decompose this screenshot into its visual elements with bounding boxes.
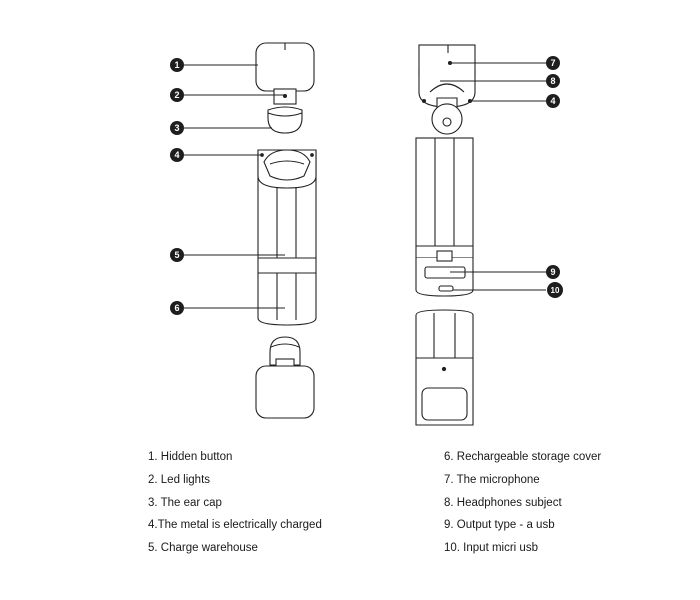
charge-warehouse-body bbox=[257, 149, 317, 259]
callout-9: 9 bbox=[546, 265, 560, 279]
legend-item-2: 2. Led lights bbox=[148, 474, 211, 486]
callout-8: 8 bbox=[546, 74, 560, 88]
svg-text:4: 4 bbox=[174, 150, 179, 160]
charge-warehouse-right bbox=[415, 137, 474, 297]
storage-cover bbox=[257, 257, 317, 326]
legend-item-9: 9. Output type - a usb bbox=[444, 519, 555, 531]
svg-text:1: 1 bbox=[174, 60, 179, 70]
legend-item-4: 4.The metal is electrically charged bbox=[148, 519, 322, 531]
led-neck bbox=[273, 88, 297, 105]
legend-item-6: 6. Rechargeable storage cover bbox=[444, 451, 602, 463]
callout-10: 10 bbox=[547, 282, 563, 298]
callout-5: 5 bbox=[170, 248, 184, 262]
svg-text:10: 10 bbox=[551, 286, 560, 295]
legend-item-5: 5. Charge warehouse bbox=[148, 542, 258, 554]
callout-6: 6 bbox=[170, 301, 184, 315]
legend-item-7: 7. The microphone bbox=[444, 474, 540, 486]
legend-item-10: 10. Input micri usb bbox=[444, 542, 538, 554]
svg-text:8: 8 bbox=[550, 76, 555, 86]
legend-item-1: 1. Hidden button bbox=[148, 451, 233, 463]
callout-4-left: 4 bbox=[170, 148, 184, 162]
ear-cap-left bbox=[267, 106, 303, 134]
ear-cap-right bbox=[431, 97, 463, 135]
svg-text:4: 4 bbox=[550, 96, 555, 106]
earbud-bottom-left bbox=[255, 336, 315, 419]
callout-4-right: 4 bbox=[546, 94, 560, 108]
callout-7: 7 bbox=[546, 56, 560, 70]
svg-text:2: 2 bbox=[174, 90, 179, 100]
callout-2: 2 bbox=[170, 88, 184, 102]
storage-cover-right bbox=[415, 309, 474, 426]
earbud-body-right bbox=[418, 44, 476, 108]
svg-text:9: 9 bbox=[550, 267, 555, 277]
callout-1: 1 bbox=[170, 58, 184, 72]
callout-3: 3 bbox=[170, 121, 184, 135]
svg-text:6: 6 bbox=[174, 303, 179, 313]
svg-text:3: 3 bbox=[174, 123, 179, 133]
svg-text:7: 7 bbox=[550, 58, 555, 68]
svg-text:5: 5 bbox=[174, 250, 179, 260]
legend-item-8: 8. Headphones subject bbox=[444, 497, 562, 509]
earbud-body-left bbox=[255, 42, 315, 92]
product-exploded-diagram: 1 2 3 4 5 6 7 8 4 9 10 bbox=[170, 42, 563, 426]
legend-item-3: 3. The ear cap bbox=[148, 497, 222, 509]
